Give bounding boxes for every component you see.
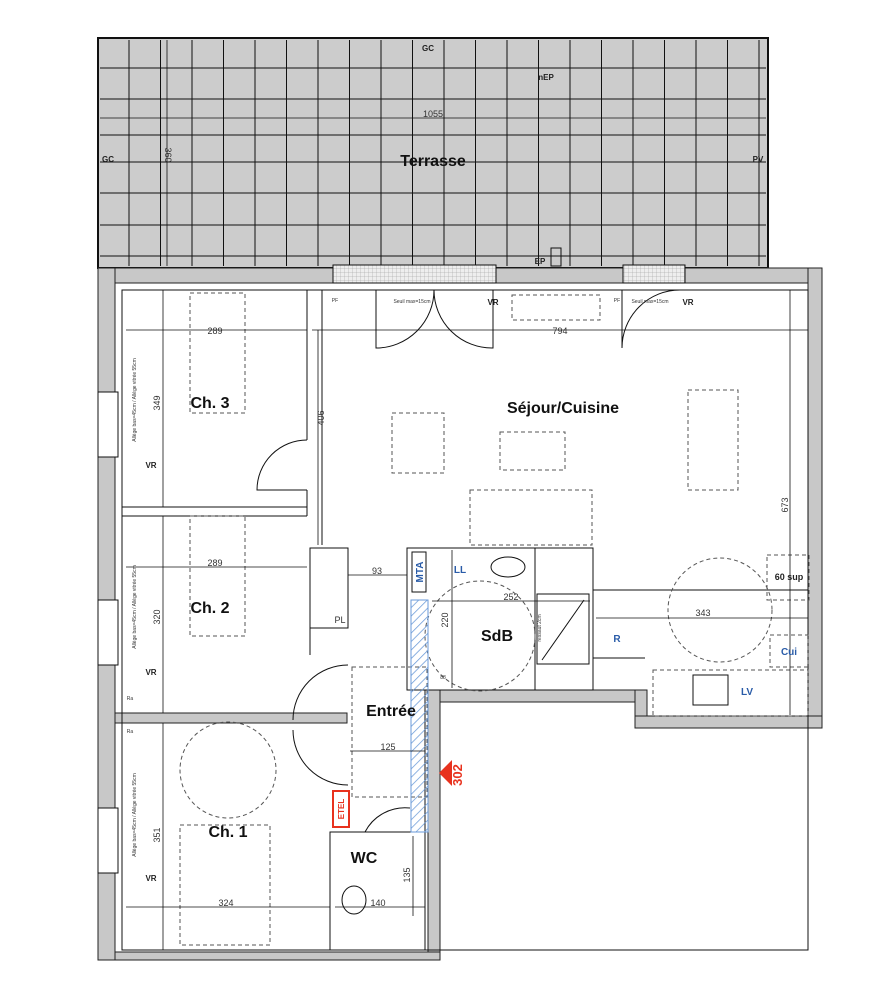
label-vr-sejour-2: VR [682, 298, 693, 307]
dim-sejour-width: 794 [552, 326, 567, 336]
room-label-wc: WC [351, 850, 378, 867]
label-vr-ch2: VR [145, 668, 156, 677]
dim-pl-depth: 93 [372, 566, 382, 576]
mta-box [411, 551, 427, 593]
room-label-sejour-cuisine: Séjour/Cuisine [507, 400, 619, 417]
label-mta: MTA [415, 562, 426, 583]
label-pf-1: PF [332, 298, 338, 304]
furniture [179, 292, 810, 946]
window-ch3 [97, 391, 119, 458]
label-pf-2: PF [614, 298, 620, 304]
dim-ch1-length: 351 [152, 827, 162, 842]
label-r: R [613, 634, 621, 645]
window-sejour-small [622, 264, 686, 284]
label-60-sup: 60 sup [775, 572, 804, 582]
dim-ch2-length: 320 [152, 609, 162, 624]
washbasin-icon [490, 556, 526, 578]
terrace: Terrasse 1055 360 GC GC PV nEP EP [97, 37, 769, 269]
label-ll: LL [454, 565, 466, 576]
dim-sdb-length: 220 [440, 612, 450, 627]
dimension-lines [126, 290, 808, 950]
entrance-arrow-icon [439, 760, 452, 786]
room-label-entree: Entrée [366, 703, 416, 720]
hatched-partition [410, 599, 429, 833]
room-label-ch3: Ch. 3 [190, 395, 229, 412]
sink-icon [692, 674, 729, 706]
dim-kitchen-width: 343 [695, 608, 710, 618]
label-ressaut: ressaut 2cm [537, 614, 543, 641]
entrance-marker: 302 [439, 760, 465, 786]
gc-left-label: GC [102, 155, 114, 164]
label-pl: PL [334, 615, 345, 625]
dim-entree-width: 125 [380, 742, 395, 752]
terrace-width-dim: 1055 [423, 109, 443, 119]
label-etel: ETEL [337, 799, 346, 820]
terrace-height-dim: 360 [163, 147, 173, 162]
dim-ch3-width: 289 [207, 326, 222, 336]
dim-sejour-length: 673 [780, 497, 790, 512]
window-ch2 [97, 599, 119, 666]
doors [256, 289, 681, 833]
gc-top-label: GC [422, 44, 434, 53]
room-label-sdb: SdB [481, 628, 513, 645]
label-vr-ch1: VR [145, 874, 156, 883]
label-seuil-2: Seuil max=15cm [631, 299, 668, 305]
ep-label: EP [535, 257, 546, 266]
etel-box [332, 790, 350, 828]
label-vr-sejour-1: VR [487, 298, 498, 307]
shower-tray [536, 593, 590, 665]
label-ra-ch2: Ra [127, 696, 134, 702]
dim-ch1-width: 324 [218, 898, 233, 908]
label-ra-ch1: Ra [127, 729, 134, 735]
label-cui: Cui [781, 647, 797, 658]
label-allege-ch3: Allège bas=45cm / Allège vitrée 55cm [132, 358, 138, 442]
label-allege-ch2: Allège bas=45cm / Allège vitrée 55cm [132, 565, 138, 649]
pv-label: PV [753, 155, 764, 164]
window-sejour-large [332, 264, 497, 284]
room-label-ch2: Ch. 2 [190, 600, 229, 617]
room-label-ch1: Ch. 1 [208, 824, 247, 841]
dim-sdb-width: 252 [503, 592, 518, 602]
dim-corridor-length: 406 [316, 410, 326, 425]
dim-wc-length: 135 [402, 867, 412, 882]
dim-ch3-length: 349 [152, 395, 162, 410]
label-vr-ch3: VR [145, 461, 156, 470]
toilet-icon [341, 885, 367, 915]
dim-wc-width: 140 [370, 898, 385, 908]
entrance-number: 302 [450, 764, 465, 786]
interior-partitions [121, 289, 809, 951]
dim-ch2-width: 289 [207, 558, 222, 568]
window-ch1 [97, 807, 119, 874]
label-allege-ch1: Allège bas=45cm / Allège vitrée 55cm [132, 773, 138, 857]
ep-drain [550, 247, 562, 267]
dim-sdb-door: 88 [440, 675, 446, 681]
label-lv: LV [741, 687, 753, 698]
nep-label: nEP [538, 73, 554, 82]
label-seuil-1: Seuil max=15cm [393, 299, 430, 305]
terrace-label: Terrasse [400, 153, 466, 170]
